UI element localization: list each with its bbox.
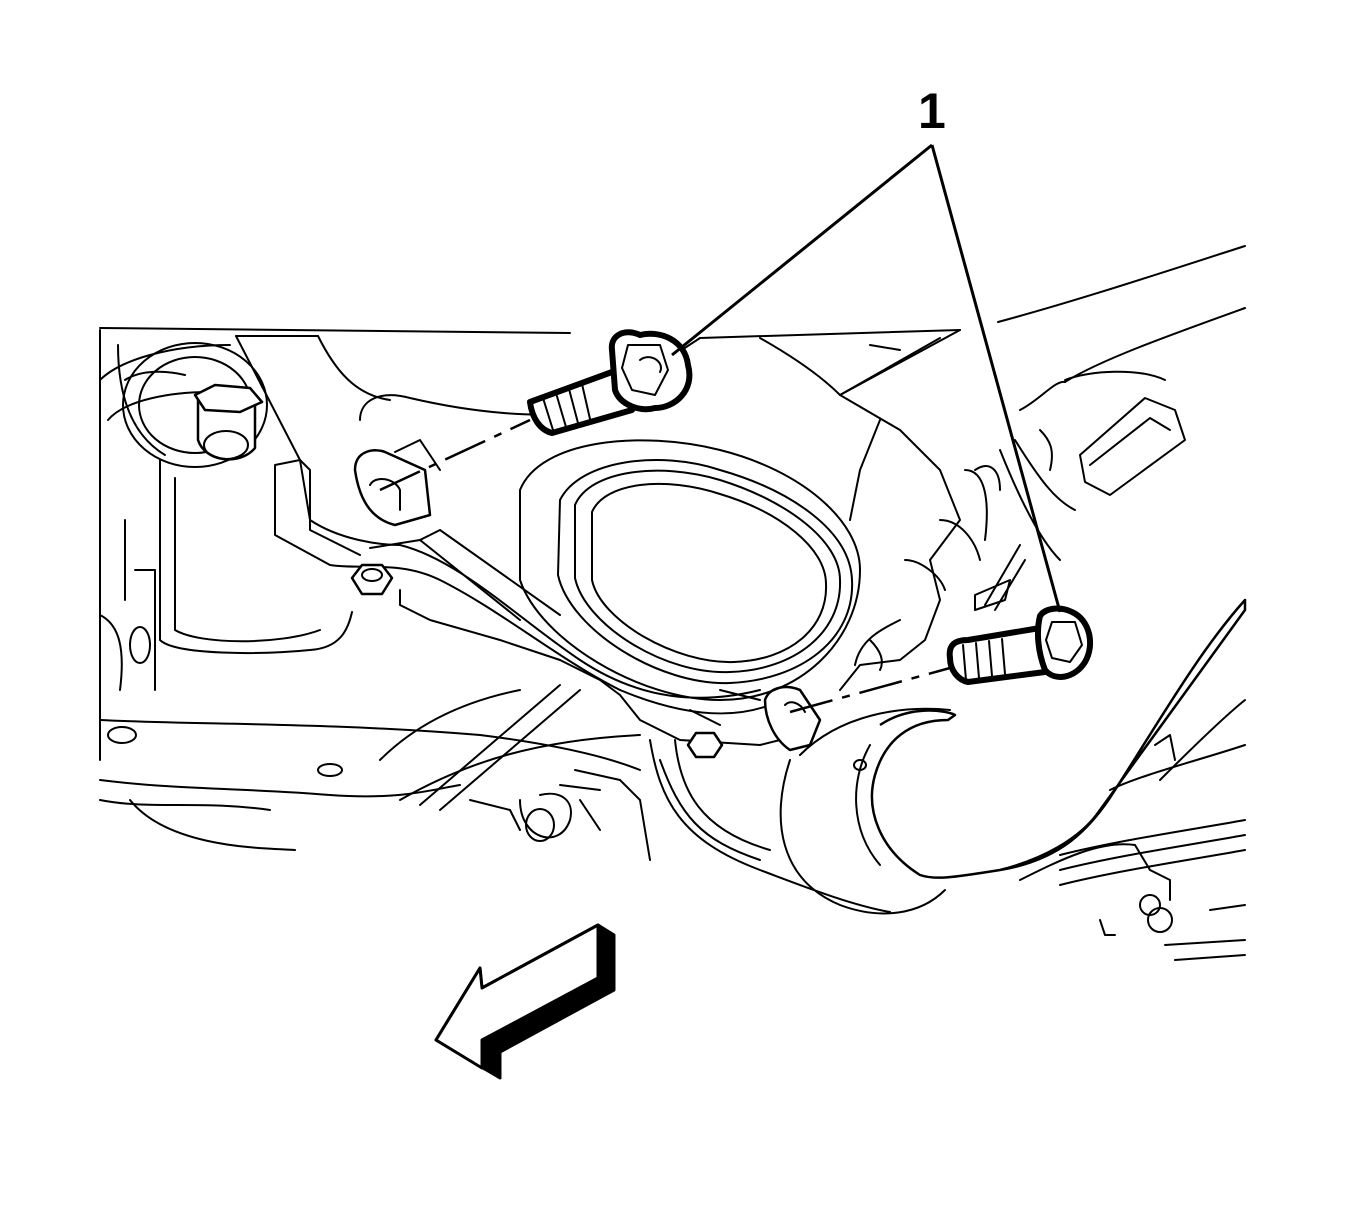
callout-leader-upper <box>671 143 933 357</box>
exhaust-converter <box>649 598 1247 915</box>
callout-1-group: 1 <box>671 83 1062 613</box>
crossmember-bracket <box>235 329 1026 759</box>
callout-label-1: 1 <box>918 83 946 139</box>
access-opening <box>519 439 861 701</box>
lower-bolt-centerline <box>789 666 951 714</box>
upper-bolt-centerline <box>379 418 531 492</box>
forward-direction-arrow-icon <box>434 923 616 1080</box>
callout-leader-lower <box>930 144 1062 613</box>
mounting-bolt-lower <box>946 605 1094 685</box>
mounting-bolt-upper <box>527 329 693 436</box>
